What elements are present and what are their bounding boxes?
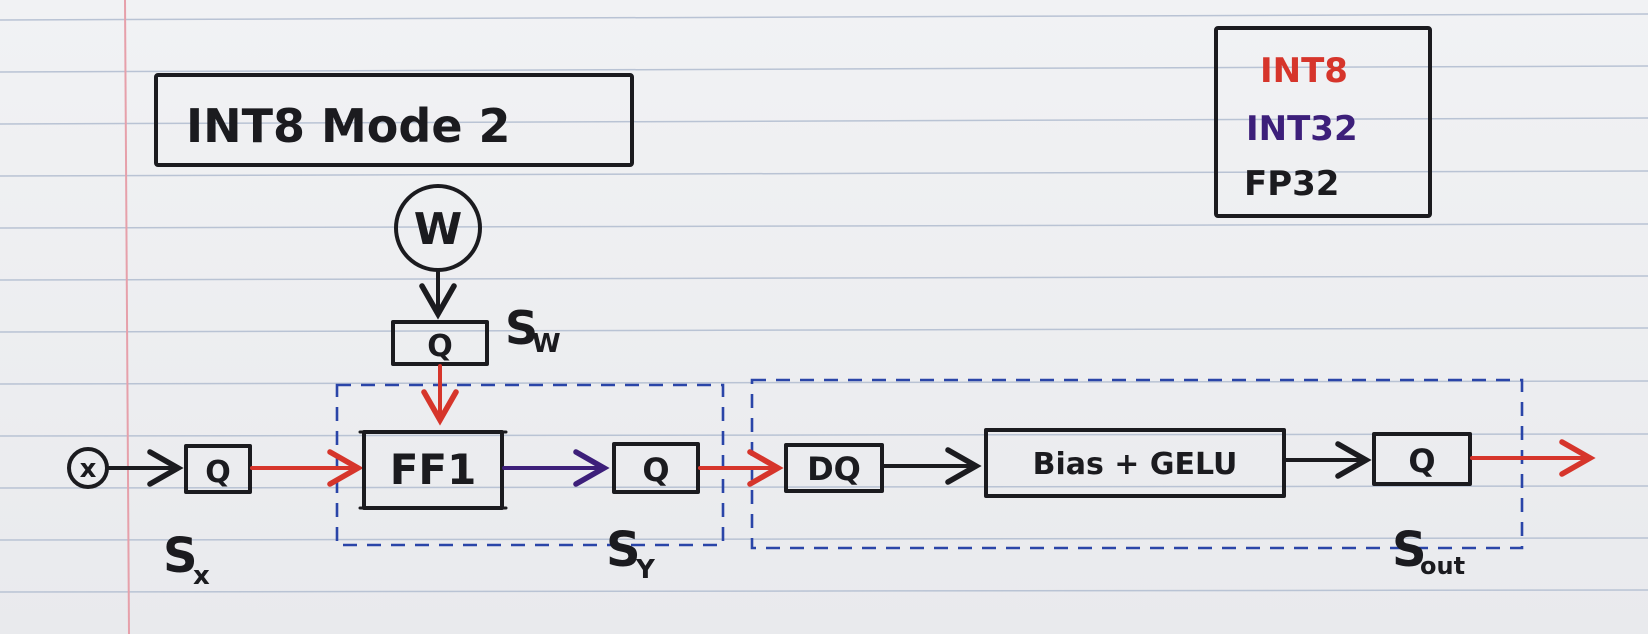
legend-fp32: FP32	[1244, 164, 1339, 204]
dq-label: DQ	[807, 450, 861, 488]
q-out-label: Q	[1408, 442, 1435, 480]
legend-int8: INT8	[1260, 51, 1348, 91]
q-weight-box: Q	[391, 320, 489, 366]
scale-w-main: S	[505, 301, 538, 355]
legend-box: INT8 INT32 FP32	[1214, 26, 1432, 218]
scale-y-sub: Y	[635, 555, 656, 585]
group-dequant-gelu-quant	[750, 378, 1524, 550]
scale-y-main: S	[606, 522, 641, 578]
scale-w-sub: W	[532, 329, 561, 359]
weight-node: W	[394, 184, 482, 272]
title-text: INT8 Mode 2	[186, 99, 511, 153]
scale-out-sub: out	[1420, 552, 1465, 580]
title-box: INT8 Mode 2	[154, 73, 634, 167]
input-label: x	[80, 454, 97, 484]
scale-x-main: S	[163, 528, 198, 584]
bias-gelu-label: Bias + GELU	[1033, 447, 1238, 482]
scale-x: S x	[163, 528, 210, 591]
scale-y: S Y	[606, 522, 656, 585]
ff1-box: FF1	[358, 430, 508, 510]
q-x-box: Q	[184, 444, 252, 494]
scale-w: S W	[505, 301, 561, 359]
scale-out: S out	[1392, 522, 1465, 580]
dq-box: DQ	[784, 443, 884, 493]
q-out-box: Q	[1372, 432, 1472, 486]
q-x-label: Q	[205, 455, 231, 490]
q-y-label: Q	[642, 451, 669, 489]
scale-x-sub: x	[193, 561, 210, 591]
ruled-lines	[0, 13, 1648, 593]
q-y-box: Q	[612, 442, 700, 494]
bias-gelu-box: Bias + GELU	[984, 428, 1286, 498]
weight-label: W	[414, 204, 463, 255]
q-weight-label: Q	[427, 329, 453, 364]
ff1-label: FF1	[390, 445, 477, 494]
margin-line	[124, 0, 130, 634]
legend-int32: INT32	[1246, 109, 1358, 149]
scale-out-main: S	[1392, 522, 1427, 578]
input-node: x	[67, 447, 109, 489]
